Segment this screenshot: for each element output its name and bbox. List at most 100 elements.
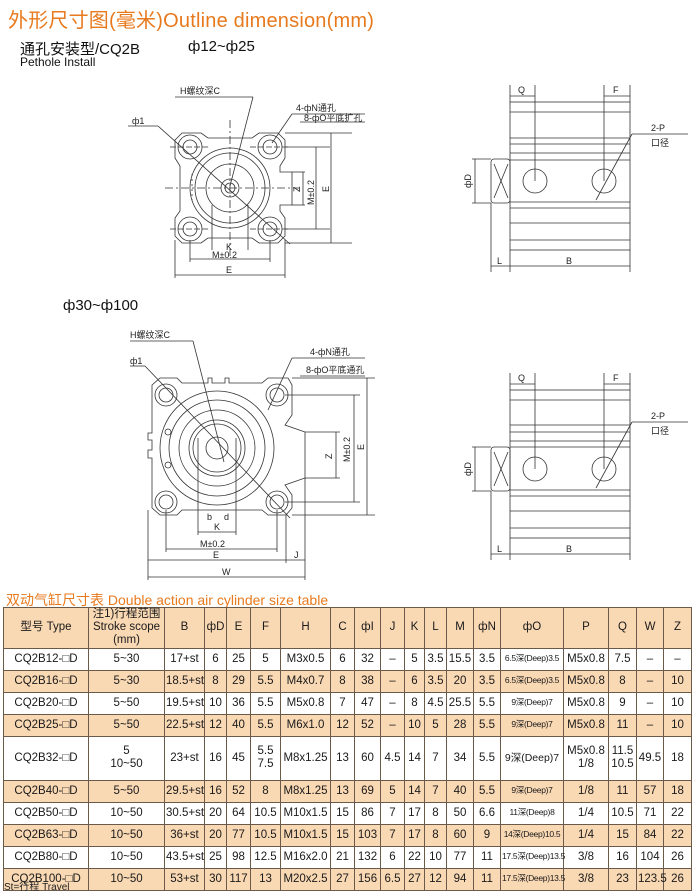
cell-value: 6.5 — [380, 867, 405, 891]
cell-value: 15.5 — [446, 647, 474, 671]
dim-j-large: J — [294, 550, 299, 560]
cell-value: 45 — [226, 735, 251, 781]
front-view-small — [128, 96, 365, 278]
dim-f-large: F — [613, 373, 619, 383]
cell-value: M6x1.0 — [280, 713, 331, 737]
dim-b-large-side: B — [566, 544, 572, 554]
dim-b-small: B — [566, 256, 572, 266]
dim-e-large: E — [213, 550, 219, 560]
cell-value: 18.5+st — [164, 669, 205, 693]
cell-value: – — [636, 713, 664, 737]
cell-value: 57 — [636, 779, 664, 803]
cell-value: 6.6 — [473, 801, 501, 825]
cell-value: 6.5深(Deep)3.5 — [500, 669, 564, 693]
cell-value: 8 — [424, 801, 447, 825]
cell-value: 7 — [424, 735, 447, 781]
cell-type: CQ2B12-□D — [3, 647, 89, 671]
cell-value: 8 — [330, 669, 355, 693]
cell-value: 7 — [380, 823, 405, 847]
cell-stroke: 5~30 — [88, 647, 165, 671]
dim-z-large: Z — [324, 453, 334, 459]
dim-m-vert-large: M±0.2 — [342, 437, 352, 462]
cell-value: 60 — [354, 735, 381, 781]
cell-value: 23 — [608, 867, 637, 891]
cell-stroke: 5~30 — [88, 669, 165, 693]
cell-value: 94 — [446, 867, 474, 891]
cell-value: 8 — [608, 669, 637, 693]
label-holes-large: 4-фN通孔 — [310, 347, 350, 357]
cell-value: 98 — [226, 845, 251, 869]
cell-value: 15 — [608, 823, 637, 847]
install-type-label-en: Pethole Install — [20, 55, 96, 69]
cell-value: M10x1.5 — [280, 801, 331, 825]
cell-value: 22.5+st — [164, 713, 205, 737]
cell-type: CQ2B50-□D — [3, 801, 89, 825]
cell-stroke: 10~50 — [88, 867, 165, 891]
cell-value: 25.5 — [446, 691, 474, 715]
page-title: 外形尺寸图(毫米)Outline dimension(mm) — [8, 10, 375, 32]
dim-q-large: Q — [518, 373, 525, 383]
cell-value: 18 — [663, 779, 692, 803]
header-stroke-cn: 注1)行程范围 — [92, 608, 161, 620]
header-col: L — [424, 607, 447, 649]
cell-value: 20 — [204, 801, 227, 825]
cell-value: 5.5 — [473, 779, 501, 803]
cell-value: 26 — [663, 845, 692, 869]
cell-value: 12.5 — [250, 845, 281, 869]
cell-value: 13 — [250, 867, 281, 891]
cell-value: M20x2.5 — [280, 867, 331, 891]
header-col: E — [226, 607, 251, 649]
cell-value: 156 — [354, 867, 381, 891]
cell-value: 64 — [226, 801, 251, 825]
cell-value: 7.5 — [608, 647, 637, 671]
header-col: Z — [663, 607, 692, 649]
cell-value: – — [380, 647, 405, 671]
dim-q-small: Q — [518, 85, 525, 95]
cell-value: M5x0.8 — [563, 669, 609, 693]
cell-value: 19.5+st — [164, 691, 205, 715]
cell-value: 11 — [473, 845, 501, 869]
cell-value: 9深(Deep)7 — [500, 735, 564, 781]
dim-k-large: K — [214, 522, 220, 532]
cell-value: 86 — [354, 801, 381, 825]
cell-value: 10 — [663, 713, 692, 737]
cell-value: 36 — [226, 691, 251, 715]
bore-range-large: ф30~ф100 — [63, 297, 139, 314]
cell-value: 3.5 — [473, 647, 501, 671]
cell-value: 20 — [446, 669, 474, 693]
cell-value: 40 — [226, 713, 251, 737]
cell-value: – — [636, 647, 664, 671]
dim-b-large: b — [207, 512, 212, 522]
dim-e-small: E — [226, 265, 232, 275]
cell-stroke: 5~50 — [88, 779, 165, 803]
cell-value: 11深(Deep)8 — [500, 801, 564, 825]
cell-value: 1/4 — [563, 823, 609, 847]
cell-value: 9深(Deep)7 — [500, 691, 564, 715]
header-col: P — [563, 607, 609, 649]
cell-value: 14 — [404, 735, 425, 781]
cell-stroke: 10~50 — [88, 823, 165, 847]
dim-m-vert-small: M±0.2 — [306, 180, 316, 205]
header-col: Q — [608, 607, 637, 649]
cell-type: CQ2B100-□D — [3, 867, 89, 891]
cell-value: 12 — [204, 713, 227, 737]
cell-value: 3.5 — [424, 669, 447, 693]
cell-value: 5 — [404, 647, 425, 671]
cell-value: 3/8 — [563, 845, 609, 869]
cell-value: M5x0.8 — [280, 691, 331, 715]
dim-e-vert-large: E — [356, 444, 366, 450]
dim-f-small: F — [613, 85, 619, 95]
cell-value: 21 — [330, 845, 355, 869]
dim-m-small: M±0.2 — [212, 250, 237, 260]
cell-value: 10 — [424, 845, 447, 869]
cell-value: 22 — [404, 845, 425, 869]
label-counterbore-large: 8-фO平底通孔 — [306, 364, 364, 375]
cell-value: 9深(Deep)7 — [500, 779, 564, 803]
cell-value: 49.5 — [636, 735, 664, 781]
cell-value: 27 — [404, 867, 425, 891]
cell-value: 14 — [404, 779, 425, 803]
